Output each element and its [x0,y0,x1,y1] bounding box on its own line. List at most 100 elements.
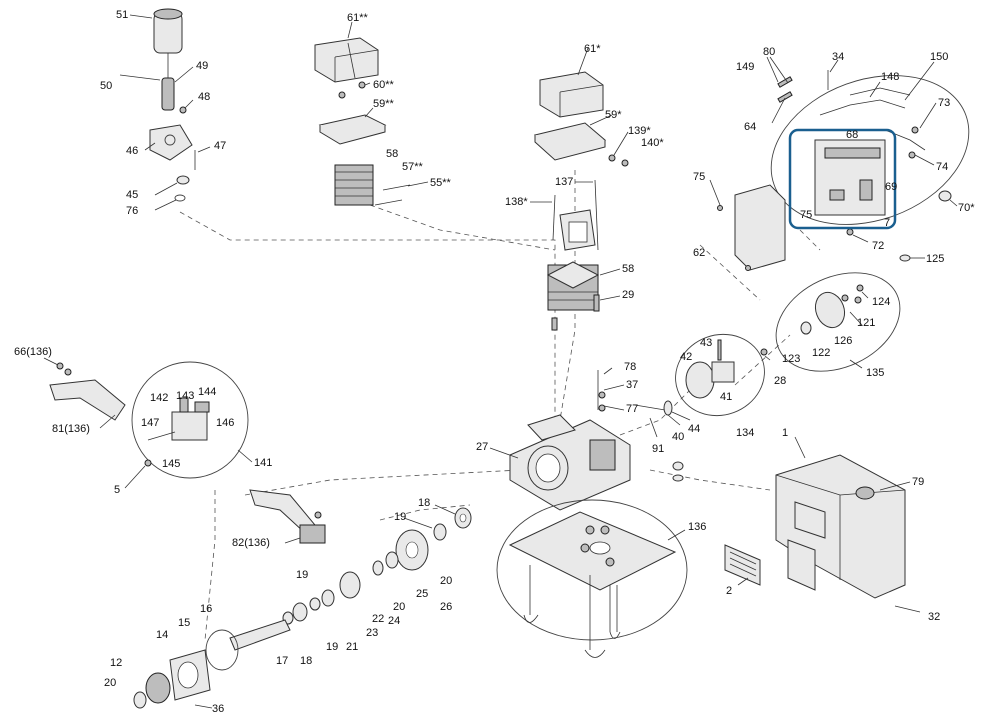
label-123: 123 [782,353,800,365]
transformer-part-58 [334,164,374,206]
grille-part-2 [724,544,761,586]
label-72: 72 [872,240,884,252]
label-79: 79 [912,476,924,488]
gear-train [133,507,472,709]
label-145: 145 [162,458,180,470]
control-board-assembly [717,70,970,271]
label-64: 64 [744,121,756,133]
label-44: 44 [688,423,700,435]
label-47: 47 [214,140,226,152]
transformer-assembly-2 [533,71,629,331]
label-12: 12 [110,657,122,669]
label-143: 143 [176,390,194,402]
label-22: 22 [372,613,384,625]
assembly-lines [179,170,821,641]
spring-part-49 [161,77,175,111]
limit-switch-assembly [49,361,326,544]
label-61a: 61** [347,12,369,24]
label-122: 122 [812,347,830,359]
label-74: 74 [936,161,948,173]
label-68: 68 [846,129,858,141]
bracket-part-81 [49,379,126,421]
battery-part-61 [314,37,379,83]
label-78: 78 [624,361,636,373]
label-32: 32 [928,611,940,623]
label-148: 148 [881,71,899,83]
label-28: 28 [774,375,786,387]
label-136: 136 [688,521,706,533]
label-2: 2 [726,585,732,597]
label-58b: 58 [622,263,634,275]
label-19b: 19 [296,569,308,581]
label-70: 70* [958,202,975,214]
gear-part-42 [685,361,715,399]
label-124: 124 [872,296,890,308]
label-20c: 20 [104,677,116,689]
encoder-assembly [675,254,911,417]
label-149: 149 [736,61,754,73]
label-17: 17 [276,655,288,667]
part-labels: 51 49 50 48 46 47 45 76 61** 60** 59** 5… [14,9,975,714]
label-40: 40 [672,431,684,443]
label-137: 137 [555,176,573,188]
label-18a: 18 [418,497,430,509]
label-21: 21 [346,641,358,653]
label-36: 36 [212,703,224,714]
label-29: 29 [622,289,634,301]
label-1: 1 [782,427,788,439]
label-82: 82(136) [232,537,270,549]
label-20a: 20 [440,575,452,587]
label-55: 55** [430,177,452,189]
label-19c: 19 [326,641,338,653]
housing-cover [724,454,921,613]
label-25: 25 [416,588,428,600]
label-19a: 19 [394,511,406,523]
motor-assembly [119,8,196,202]
label-50: 50 [100,80,112,92]
label-41: 41 [720,391,732,403]
label-42: 42 [680,351,692,363]
label-69: 69 [885,181,897,193]
label-61b: 61* [584,43,601,55]
disc-part-126 [814,291,846,329]
bracket-part-46 [149,124,193,161]
label-48: 48 [198,91,210,103]
label-139: 139* [628,125,651,137]
label-51: 51 [116,9,128,21]
label-16: 16 [200,603,212,615]
label-23: 23 [366,627,378,639]
label-43: 43 [700,337,712,349]
gearbox-housing [509,370,684,511]
label-126: 126 [834,335,852,347]
label-121: 121 [857,317,875,329]
label-59b: 59* [605,109,622,121]
label-62: 62 [693,247,705,259]
label-18b: 18 [300,655,312,667]
label-81: 81(136) [52,423,90,435]
label-60: 60** [373,79,395,91]
label-138: 138* [505,196,528,208]
label-26: 26 [440,601,452,613]
label-77: 77 [626,403,638,415]
label-73: 73 [938,97,950,109]
label-59a: 59** [373,98,395,110]
shaft-part-16 [229,619,291,651]
label-150: 150 [930,51,948,63]
highlight-box [788,128,897,230]
label-58a: 58 [386,148,398,160]
label-134: 134 [736,427,754,439]
label-125: 125 [926,253,944,265]
label-141: 141 [254,457,272,469]
label-80: 80 [763,46,775,58]
battery-part-61b [539,71,604,118]
label-75a: 75 [693,171,705,183]
label-76: 76 [126,205,138,217]
label-57: 57** [402,161,424,173]
label-5: 5 [114,484,120,496]
label-14: 14 [156,629,168,641]
label-146: 146 [216,417,234,429]
switch-part-142 [171,411,208,441]
label-27: 27 [476,441,488,453]
label-24: 24 [388,615,400,627]
label-20b: 20 [393,601,405,613]
